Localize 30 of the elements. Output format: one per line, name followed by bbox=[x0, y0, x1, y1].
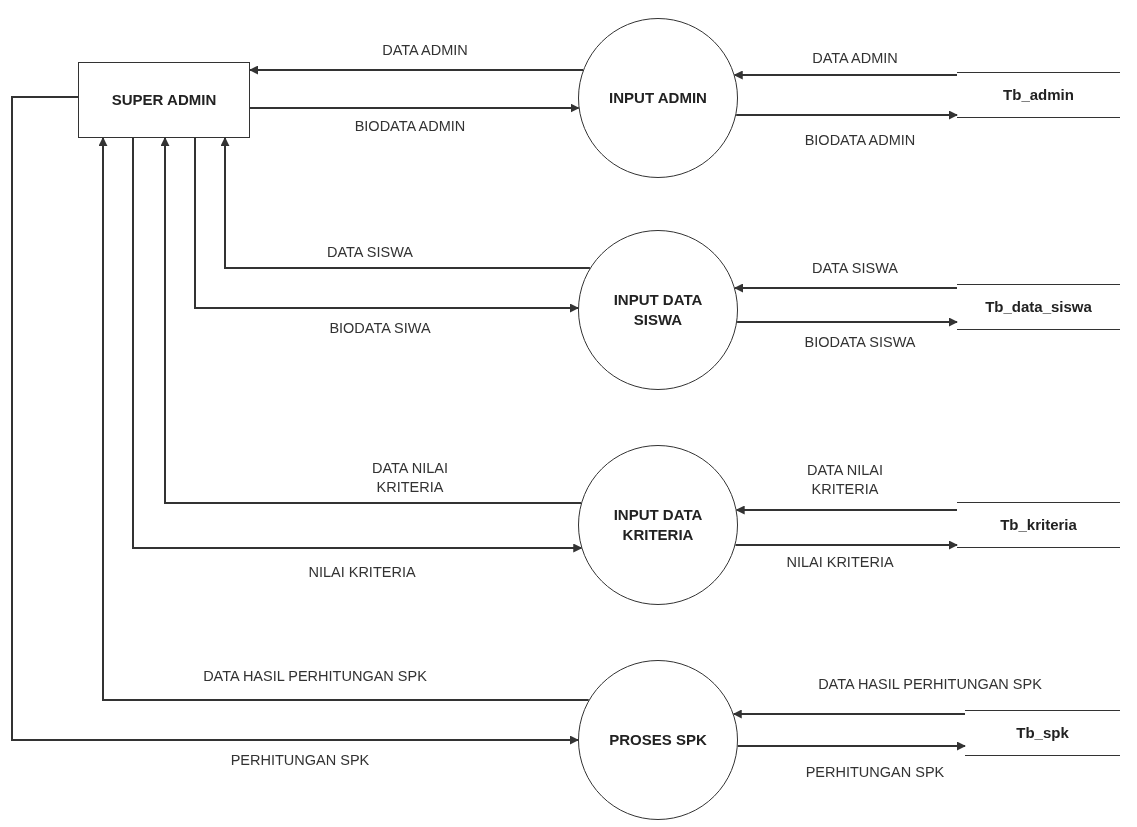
data-flow-arrow bbox=[194, 137, 580, 313]
data-flow-arrow bbox=[736, 317, 958, 327]
data-flow-arrow bbox=[98, 137, 590, 701]
node-label: INPUT DATA SISWA bbox=[612, 289, 704, 330]
node-label: Tb_admin bbox=[1003, 84, 1074, 105]
node-label: Tb_kriteria bbox=[1000, 514, 1077, 535]
node-label: INPUT ADMIN bbox=[609, 87, 707, 108]
data-flow-arrow bbox=[732, 709, 966, 719]
data-flow-arrow bbox=[11, 96, 579, 745]
data-store bbox=[957, 502, 1120, 548]
data-store bbox=[957, 284, 1120, 330]
node-label: INPUT DATA KRITERIA bbox=[612, 504, 704, 545]
data-flow-arrow bbox=[734, 540, 958, 550]
data-flow-arrow bbox=[733, 283, 958, 293]
data-store bbox=[957, 72, 1120, 118]
data-flow-arrow bbox=[249, 65, 585, 75]
node-label: SUPER ADMIN bbox=[111, 89, 217, 110]
node-label: Tb_spk bbox=[1016, 722, 1069, 743]
data-flow-arrow bbox=[132, 137, 583, 553]
data-flow-arrow bbox=[733, 70, 958, 80]
data-store bbox=[965, 710, 1120, 756]
data-flow-arrow bbox=[735, 110, 958, 120]
node-label: Tb_data_siswa bbox=[985, 296, 1092, 317]
data-flow-arrow bbox=[735, 505, 958, 515]
data-flow-arrow bbox=[249, 103, 580, 113]
external-entity-box bbox=[78, 62, 250, 138]
data-flow-arrow bbox=[736, 741, 966, 751]
data-flow-arrow bbox=[220, 137, 591, 269]
data-flow-arrow bbox=[160, 137, 583, 504]
node-label: PROSES SPK bbox=[609, 729, 707, 750]
